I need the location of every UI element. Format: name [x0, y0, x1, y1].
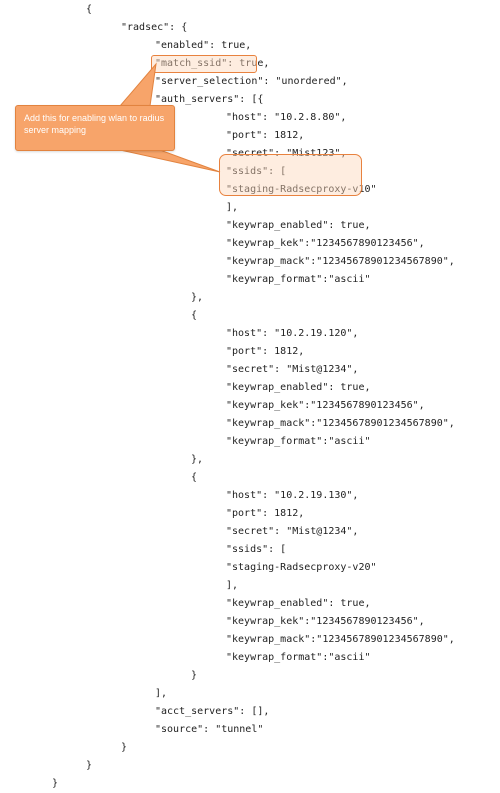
code-line: "port": 1812,	[226, 130, 305, 141]
code-line: "secret": "Mist@1234",	[226, 526, 359, 537]
code-line: "keywrap_format":"ascii"	[226, 652, 371, 663]
code-line: ],	[226, 580, 239, 591]
code-line: }	[86, 760, 93, 771]
code-line: "keywrap_mack":"12345678901234567890",	[226, 256, 455, 267]
code-line: "keywrap_kek":"1234567890123456",	[226, 616, 425, 627]
code-line: },	[191, 292, 204, 303]
code-line: "auth_servers": [{	[155, 94, 264, 105]
code-line: "keywrap_enabled": true,	[226, 382, 371, 393]
code-line: "port": 1812,	[226, 508, 305, 519]
annotation-callout: Add this for enabling wlan to radius ser…	[15, 105, 175, 151]
code-line: "source": "tunnel"	[155, 724, 264, 735]
code-line: "keywrap_kek":"1234567890123456",	[226, 400, 425, 411]
code-line: }	[52, 778, 59, 789]
code-line: "acct_servers": [],	[155, 706, 270, 717]
code-line: "host": "10.2.19.130",	[226, 490, 359, 501]
code-line: "host": "10.2.8.80",	[226, 112, 347, 123]
code-line: "keywrap_mack":"12345678901234567890",	[226, 418, 455, 429]
code-line: "ssids": [	[226, 544, 287, 555]
code-line: {	[191, 472, 198, 483]
code-line: "server_selection": "unordered",	[155, 76, 348, 87]
code-line: "host": "10.2.19.120",	[226, 328, 359, 339]
code-line: {	[86, 4, 93, 15]
code-line: "secret": "Mist@1234",	[226, 364, 359, 375]
callout-text: Add this for enabling wlan to radius ser…	[24, 113, 165, 135]
code-line: "enabled": true,	[155, 40, 252, 51]
json-code-block: { "radsec": { "enabled": true, "match_ss…	[52, 4, 455, 789]
code-line: "keywrap_format":"ascii"	[226, 274, 371, 285]
code-line: "keywrap_enabled": true,	[226, 598, 371, 609]
code-line: "keywrap_mack":"12345678901234567890",	[226, 634, 455, 645]
code-line: "staging-Radsecproxy-v20"	[226, 562, 377, 573]
code-line: {	[191, 310, 198, 321]
code-line: ],	[155, 688, 168, 699]
code-line: },	[191, 454, 204, 465]
code-line: "port": 1812,	[226, 346, 305, 357]
code-line: }	[121, 742, 128, 753]
code-line-ssids: "ssids": [	[226, 166, 287, 177]
code-line: ],	[226, 202, 239, 213]
code-line: "keywrap_kek":"1234567890123456",	[226, 238, 425, 249]
code-line-ssid-value: "staging-Radsecproxy-v10"	[226, 184, 377, 195]
code-line: "keywrap_format":"ascii"	[226, 436, 371, 447]
code-line-match-ssid: "match_ssid": true,	[155, 58, 270, 69]
code-line: }	[191, 670, 198, 681]
code-line: "keywrap_enabled": true,	[226, 220, 371, 231]
code-line: "secret": "Mist123",	[226, 148, 347, 159]
code-line: "radsec": {	[121, 22, 188, 33]
